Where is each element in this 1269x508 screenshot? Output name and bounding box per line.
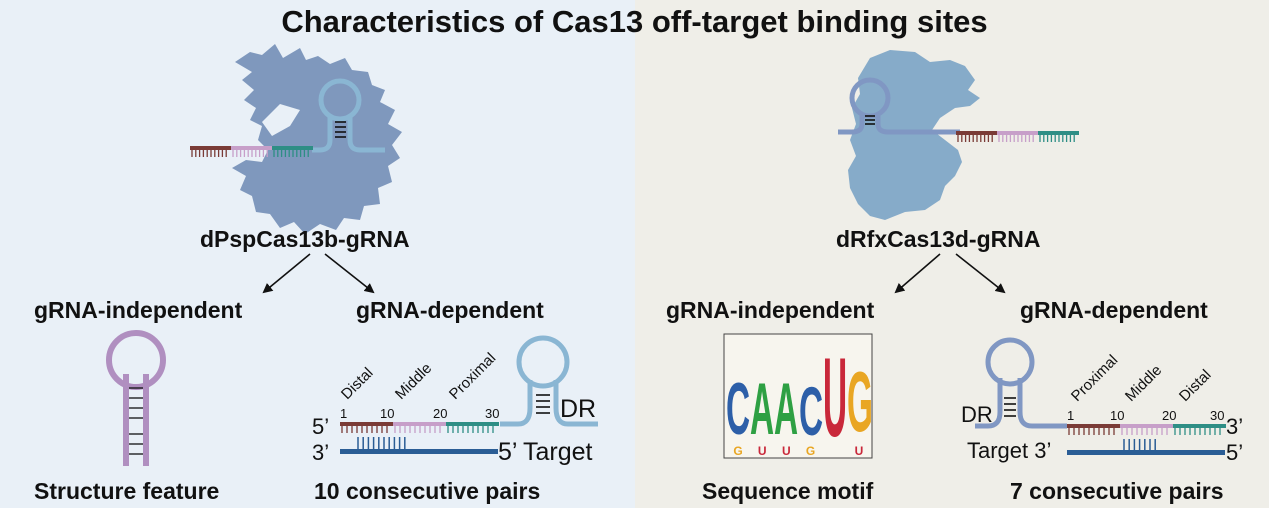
motif-letter-minor-U: U (782, 444, 791, 458)
pspcas13b-guide-rna (190, 146, 313, 157)
rfx-pos-20: 20 (1162, 408, 1177, 423)
rfx-complex-label: dRfxCas13d-gRNA (836, 226, 1041, 252)
rfx-guide-segment-0 (956, 131, 997, 135)
rfx-dep-segment-1 (1120, 424, 1173, 428)
rfx-target-strand (1067, 450, 1225, 455)
rfxcas13d-protein-icon (848, 50, 980, 220)
psp-pos-10: 10 (380, 406, 395, 421)
motif-letter-minor-U: U (757, 444, 767, 458)
figure-title: Characteristics of Cas13 off-target bind… (281, 4, 988, 39)
psp-dep-segment-1 (393, 422, 446, 426)
psp-5prime-label: 5’ (312, 414, 330, 439)
structure-hairpin-icon (106, 330, 166, 466)
rfx-dep-segment-2 (1173, 424, 1226, 428)
arrow-left-independent (262, 253, 311, 294)
psp-dependent-diagram (340, 335, 598, 454)
rfx-pos-1: 1 (1067, 408, 1075, 423)
rfx-independent-heading: gRNA-independent (666, 297, 875, 323)
psp-dr-icon (500, 335, 598, 427)
psp-guide-segment-2 (272, 146, 313, 150)
arrow-left-dependent (324, 253, 375, 294)
psp-dependent-heading: gRNA-dependent (356, 297, 544, 323)
motif-letter-G: G (847, 355, 873, 451)
psp-pos-30: 30 (485, 406, 500, 421)
psp-complex-label: dPspCas13b-gRNA (200, 226, 410, 252)
pspcas13b-dr-pairs (335, 121, 346, 138)
rfx-target-label: Target 3’ (967, 438, 1052, 463)
rfx-dep-segment-0 (1067, 424, 1120, 428)
rfx-dr-label: DR (961, 402, 993, 427)
psp-dr-label: DR (560, 395, 597, 423)
rfxcas13d-guide-rna (956, 131, 1079, 142)
psp-3prime-label: 3’ (312, 440, 330, 465)
sequence-motif-caption: Sequence motif (702, 478, 874, 504)
motif-letter-A: A (750, 367, 775, 450)
pspcas13b-protein-icon (232, 44, 402, 234)
psp-target-label: 5’ Target (498, 438, 593, 466)
psp-dep-segment-0 (340, 422, 393, 426)
psp-pairs-caption: 10 consecutive pairs (314, 478, 541, 504)
motif-letter-C: C (726, 367, 751, 450)
rfx-dependent-diagram (975, 337, 1226, 455)
motif-letter-minor-G: G (733, 444, 743, 458)
motif-letter-C: C (798, 372, 823, 450)
psp-guide-segment-0 (190, 146, 231, 150)
structure-feature-caption: Structure feature (34, 478, 220, 504)
psp-pos-1: 1 (340, 406, 348, 421)
rfx-pairs-caption: 7 consecutive pairs (1010, 478, 1224, 504)
arrow-right-independent (894, 253, 941, 294)
rfx-pos-30: 30 (1210, 408, 1225, 423)
rfx-5prime-label: 5’ (1226, 440, 1244, 465)
rfx-guide-segment-1 (997, 131, 1038, 135)
psp-guide-segment-1 (231, 146, 272, 150)
psp-dep-segment-2 (446, 422, 499, 426)
motif-letter-U: U (822, 334, 847, 460)
arrow-right-dependent (955, 253, 1006, 294)
psp-independent-heading: gRNA-independent (34, 297, 243, 323)
psp-target-strand (340, 449, 498, 454)
rfx-pos-10: 10 (1110, 408, 1125, 423)
pspcas13b-dr-hairpin-icon (312, 78, 385, 153)
motif-letter-minor-G: G (805, 444, 816, 458)
sequence-motif-logo (723, 333, 873, 459)
rfxcas13d-dr-pairs (865, 115, 875, 125)
rfx-dependent-heading: gRNA-dependent (1020, 297, 1208, 323)
rfx-guide-segment-2 (1038, 131, 1079, 135)
psp-pos-20: 20 (433, 406, 448, 421)
rfx-dr-icon (975, 337, 1067, 429)
motif-letter-minor-U: U (854, 444, 864, 458)
rfx-3prime-label: 3’ (1226, 414, 1244, 439)
motif-letter-A: A (774, 367, 799, 450)
